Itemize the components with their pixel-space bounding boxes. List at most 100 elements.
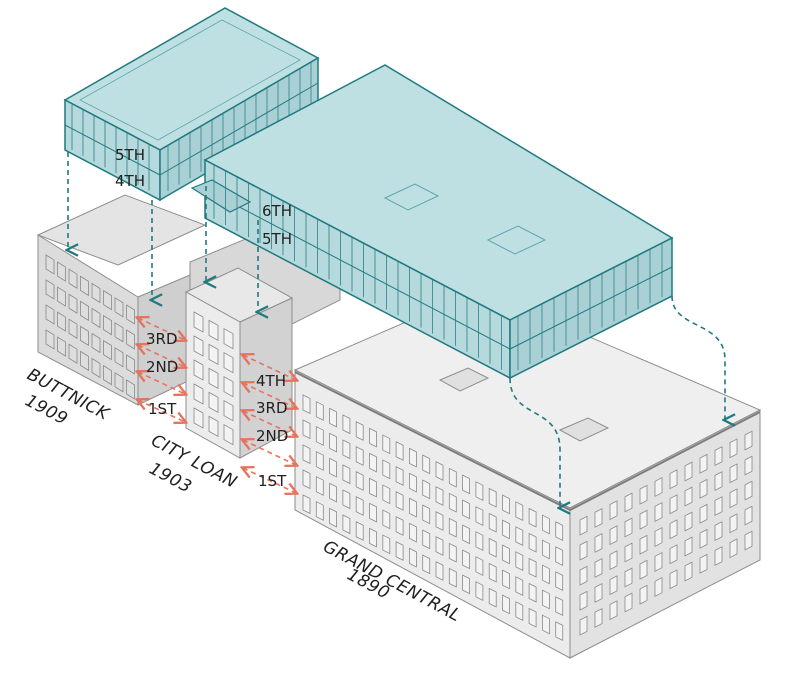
window — [91, 332, 101, 354]
window — [408, 547, 417, 568]
window — [355, 421, 364, 441]
window — [395, 491, 404, 511]
window — [45, 329, 55, 350]
window — [435, 511, 444, 531]
window — [515, 526, 524, 546]
window — [542, 539, 550, 560]
window — [193, 359, 204, 381]
window — [223, 375, 234, 398]
window — [355, 471, 364, 491]
window — [103, 314, 112, 336]
window — [515, 601, 524, 621]
window — [193, 311, 204, 333]
window — [448, 567, 457, 588]
window — [542, 589, 550, 610]
window — [684, 561, 693, 582]
window — [355, 446, 364, 466]
window — [193, 383, 204, 405]
window — [488, 512, 497, 533]
window — [699, 453, 708, 474]
window — [57, 336, 66, 357]
connection-floor-label: 2ND — [256, 427, 288, 445]
window — [669, 544, 678, 565]
window — [579, 515, 588, 536]
window — [448, 467, 457, 488]
window — [515, 551, 524, 571]
drop-arrow — [671, 295, 725, 420]
window — [624, 567, 633, 588]
window — [395, 541, 404, 561]
window — [315, 501, 324, 521]
connection-floor-label: 1ST — [148, 400, 177, 418]
window — [714, 521, 723, 541]
window — [555, 546, 564, 567]
window — [208, 319, 219, 342]
window — [475, 506, 484, 526]
window — [68, 318, 78, 339]
window — [45, 279, 55, 300]
window — [639, 509, 648, 530]
window — [382, 534, 391, 555]
window — [57, 286, 66, 307]
window — [654, 502, 663, 522]
grand-central-building — [293, 289, 762, 659]
window — [729, 438, 738, 459]
window — [80, 325, 89, 347]
window — [654, 577, 663, 597]
window — [462, 549, 471, 570]
window — [382, 459, 391, 480]
window — [408, 472, 417, 493]
window — [462, 574, 471, 595]
window — [302, 419, 311, 440]
window — [579, 615, 588, 636]
window — [475, 481, 484, 501]
window — [208, 391, 219, 414]
window — [624, 542, 633, 563]
window — [91, 307, 101, 329]
window — [555, 621, 564, 642]
window — [91, 282, 101, 304]
gc-connection-labels: 4TH 3RD 2ND 1ST — [256, 372, 288, 490]
window — [729, 538, 738, 559]
window — [528, 582, 537, 603]
window — [639, 534, 648, 555]
window — [114, 347, 124, 368]
window — [579, 540, 588, 561]
window — [329, 407, 338, 428]
window — [114, 322, 124, 343]
window — [488, 487, 497, 508]
window — [223, 399, 234, 422]
connection-floor-label: 1ST — [258, 472, 287, 490]
window — [435, 536, 444, 556]
window — [408, 497, 417, 518]
window — [555, 596, 564, 617]
window — [342, 464, 351, 485]
connection-arrows — [138, 318, 296, 493]
window — [639, 559, 648, 580]
window — [699, 503, 708, 524]
window — [395, 441, 404, 461]
buttnick-building — [36, 194, 207, 406]
window — [208, 343, 219, 366]
window — [422, 554, 431, 575]
window — [342, 439, 351, 460]
window — [639, 484, 648, 505]
window — [579, 565, 588, 586]
window — [80, 350, 89, 372]
window — [57, 261, 66, 282]
window — [669, 494, 678, 515]
window — [699, 478, 708, 499]
window — [462, 524, 471, 545]
window — [528, 607, 537, 628]
window — [223, 327, 234, 350]
window — [684, 536, 693, 557]
window — [114, 372, 124, 393]
connection-floor-label: 4TH — [256, 372, 286, 390]
window — [502, 569, 510, 590]
window — [302, 494, 311, 515]
window — [594, 507, 603, 528]
buttnick-connection-labels: 3RD 2ND 1ST — [146, 330, 178, 418]
small-floor-label: 5TH — [115, 146, 145, 164]
window — [609, 600, 618, 621]
window — [475, 556, 484, 576]
